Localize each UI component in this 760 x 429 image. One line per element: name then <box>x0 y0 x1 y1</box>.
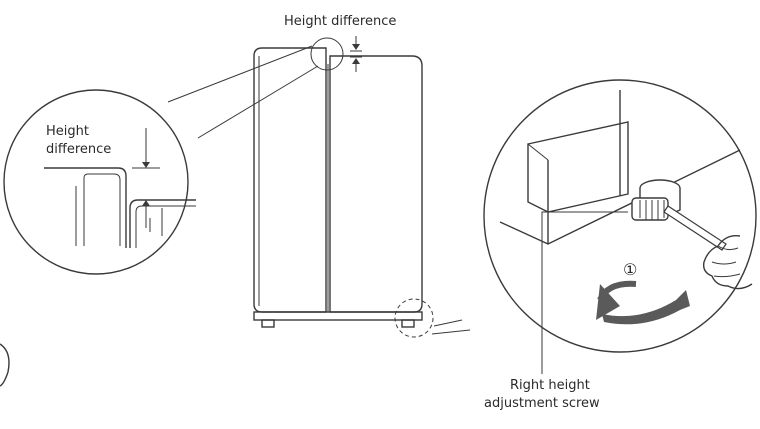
curved-arrow-tail <box>597 280 637 302</box>
callout-pointer-upper <box>433 319 463 327</box>
top-arrowhead-down <box>352 44 360 50</box>
callout-line-lower <box>197 65 319 139</box>
screw-label-leader <box>541 211 628 374</box>
adjustment-screw <box>631 179 681 221</box>
right-magnify-circle <box>483 79 757 353</box>
bottom-dashed-circle <box>394 298 434 338</box>
label-screw-line1: Right height <box>510 378 590 393</box>
inset-base-line <box>499 149 741 245</box>
finger-3 <box>713 273 741 278</box>
inset-right-door-top <box>129 199 196 248</box>
screwdriver-shaft <box>663 205 727 251</box>
screwdriver-icon <box>663 205 727 251</box>
callout-line-upper <box>167 45 313 103</box>
label-inset-height: Height <box>46 124 89 139</box>
inset-cabinet-diagonal <box>527 143 549 161</box>
top-arrowhead-up <box>352 58 360 64</box>
label-height-difference-top: Height difference <box>284 14 397 29</box>
top-height-indicator <box>310 36 362 72</box>
right-foot <box>401 319 415 328</box>
inset-dim-arrowhead-down <box>142 162 150 168</box>
left-callout <box>3 45 319 275</box>
curved-arrow-body <box>602 290 690 325</box>
left-magnify-circle <box>3 89 189 275</box>
step-marker: ① <box>623 260 638 279</box>
screw-nut <box>631 197 669 221</box>
hand-outline <box>702 235 753 290</box>
inset-right-door-inner <box>135 205 196 248</box>
inset-dim-arrowhead-up <box>142 200 150 206</box>
refrigerator <box>253 47 423 328</box>
finger-1 <box>717 245 739 251</box>
left-door <box>253 47 327 313</box>
inset-left-door-inner <box>83 173 121 246</box>
left-foot <box>261 319 275 328</box>
finger-2 <box>711 261 737 265</box>
inset-cabinet-front <box>527 121 629 213</box>
inset-left-door-top <box>44 167 127 248</box>
label-inset-difference: difference <box>46 142 112 157</box>
edge-partial-circle <box>0 343 10 387</box>
right-door <box>329 55 423 313</box>
refrigerator-base <box>253 311 423 321</box>
right-callout <box>394 79 757 374</box>
hand-icon <box>702 235 753 290</box>
label-screw-line2: adjustment screw <box>484 396 600 411</box>
top-magnify-circle <box>310 37 344 71</box>
callout-pointer-lower <box>431 329 471 335</box>
